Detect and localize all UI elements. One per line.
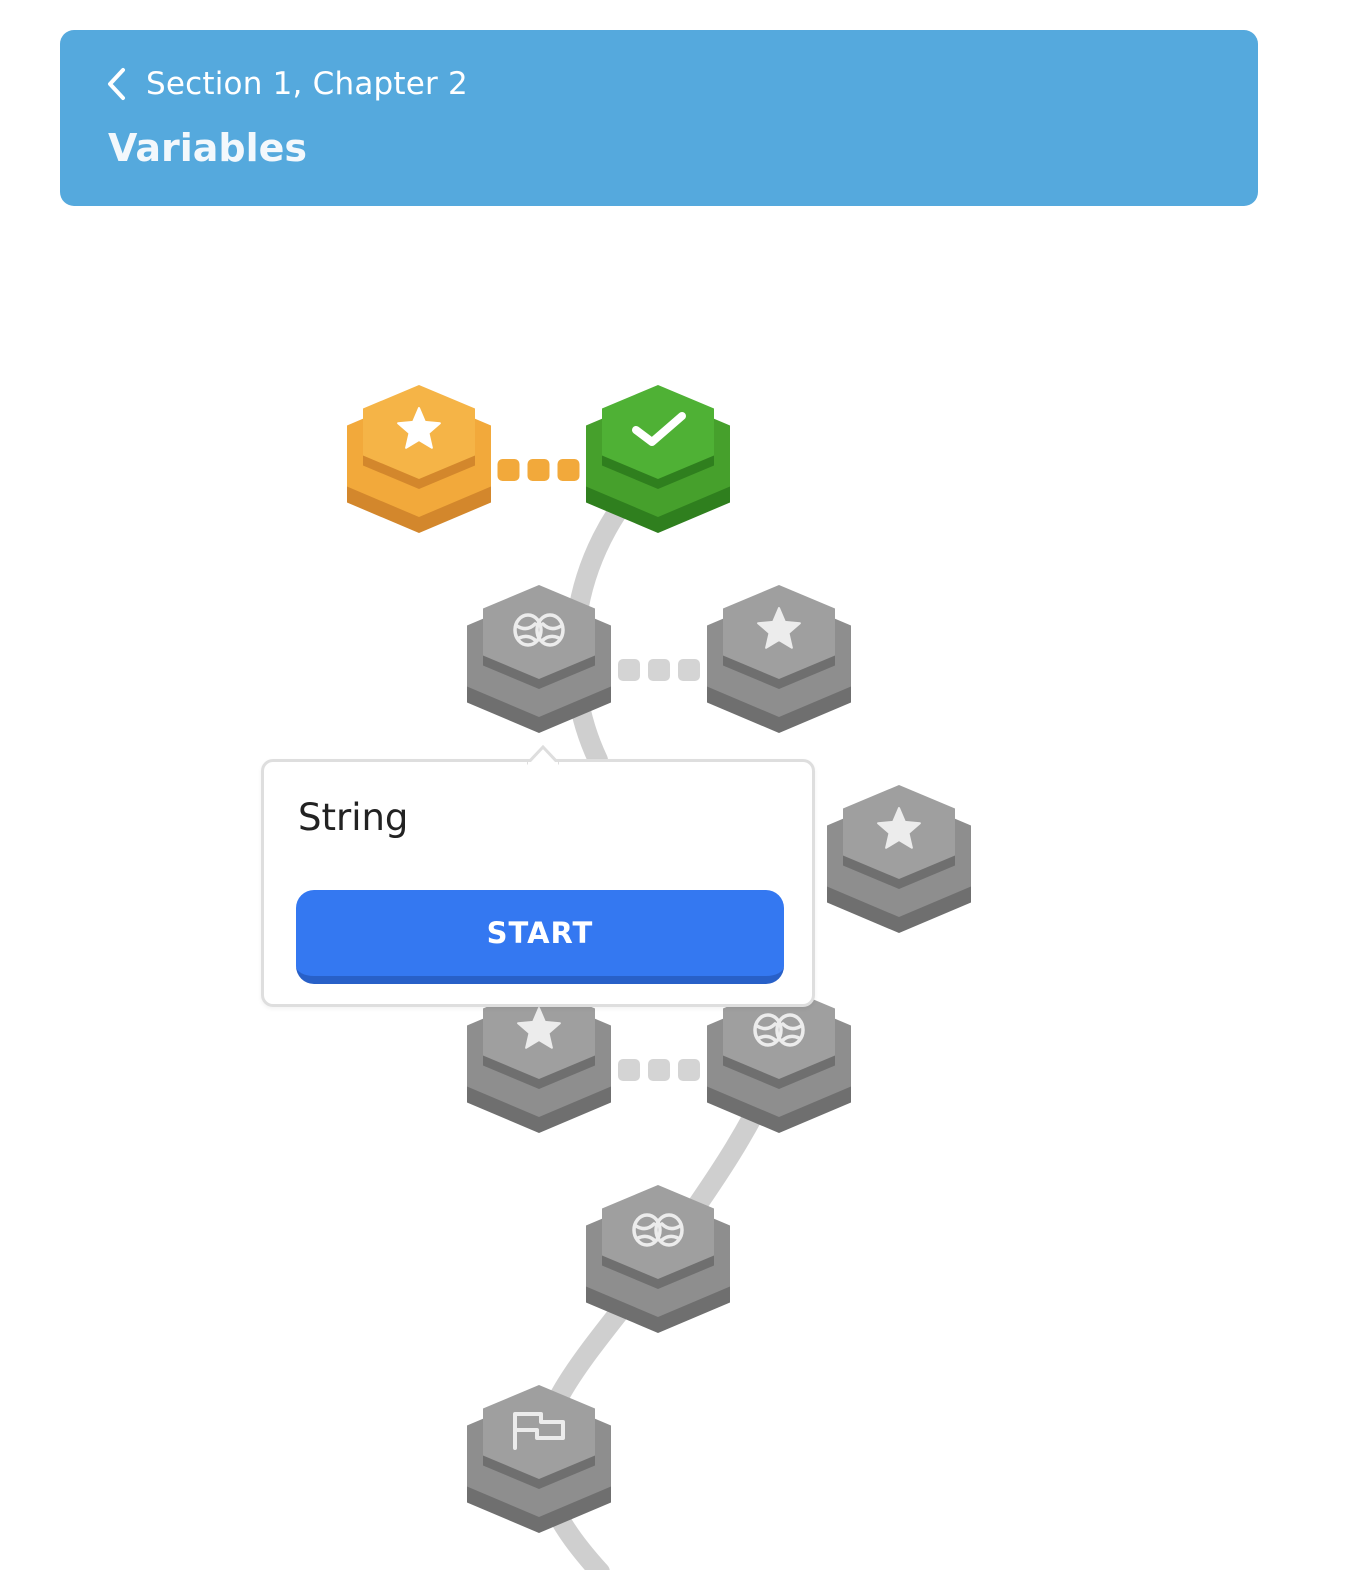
level-5-1[interactable]: [586, 1185, 730, 1333]
level-nodes: [347, 385, 971, 1533]
connector-dot: [678, 1059, 700, 1081]
connector-dot: [527, 459, 550, 481]
back-button[interactable]: Section 1, Chapter 2: [102, 64, 468, 104]
chapter-header: Section 1, Chapter 2 Variables: [60, 30, 1258, 206]
lesson-title: String: [298, 796, 409, 839]
connector-dot: [618, 1059, 640, 1081]
star-icon: [397, 407, 441, 449]
start-button[interactable]: START: [296, 890, 784, 984]
page-title: Variables: [108, 126, 307, 170]
level-2-2[interactable]: [707, 585, 851, 733]
brain-icon: [632, 1213, 684, 1247]
tooltip-arrow: [527, 745, 559, 765]
connector-dot: [618, 659, 640, 681]
lesson-tooltip: String START: [261, 745, 815, 1007]
level-6-1[interactable]: [467, 1385, 611, 1533]
connector-dot: [497, 459, 520, 481]
connectors: [497, 459, 700, 1081]
level-1-1[interactable]: [347, 385, 491, 533]
connector-dot: [648, 1059, 670, 1081]
level-1-2[interactable]: [586, 385, 730, 533]
star-icon: [757, 607, 801, 649]
brain-icon: [753, 1013, 805, 1047]
connector-dot: [648, 659, 670, 681]
level-4-2[interactable]: [707, 985, 851, 1133]
flag-icon: [513, 1412, 565, 1450]
brain-icon: [513, 613, 565, 647]
chevron-left-icon: [108, 68, 125, 100]
connector-dot: [678, 659, 700, 681]
check-icon: [632, 412, 686, 446]
level-2-1[interactable]: [467, 585, 611, 733]
connector-dot: [557, 459, 580, 481]
level-3-1[interactable]: [827, 785, 971, 933]
star-icon: [877, 807, 921, 849]
breadcrumb: Section 1, Chapter 2: [146, 66, 468, 102]
star-icon: [517, 1007, 561, 1049]
level-4-1[interactable]: [467, 985, 611, 1133]
